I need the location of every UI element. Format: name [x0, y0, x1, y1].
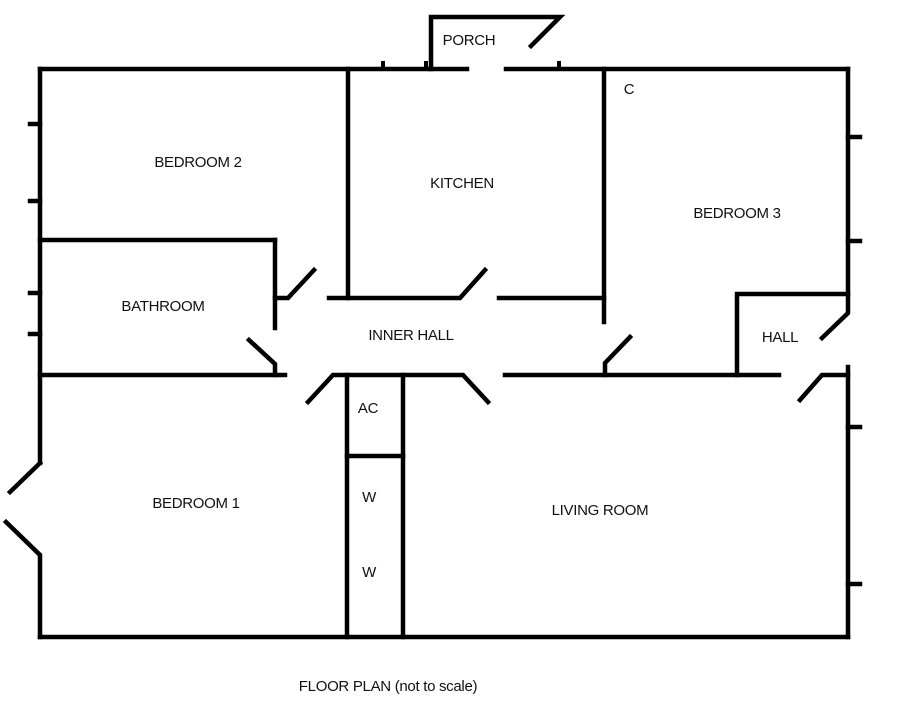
label-bathroom: BATHROOM: [121, 298, 204, 315]
kitchen-bottom-wall-door: [326, 266, 489, 301]
bedroom1-window-lower: [2, 518, 43, 640]
label-wardrobe: W: [362, 489, 377, 506]
label-airing-cupboard: AC: [358, 400, 379, 417]
label-porch: PORCH: [443, 32, 496, 49]
hall-door: [796, 372, 851, 404]
room-labels: PORCH KITCHEN C BEDROOM 2 BEDROOM 3 BATH…: [121, 32, 798, 581]
outer-wall-right-upper: [818, 66, 851, 342]
label-cupboard: C: [624, 81, 635, 98]
bedroom1-window-upper: [6, 459, 44, 496]
label-living-room: LIVING ROOM: [552, 502, 649, 519]
bedroom3-door: [602, 333, 634, 378]
hall-walls: [734, 291, 851, 378]
label-kitchen: KITCHEN: [430, 175, 494, 192]
bedroom2-door: [272, 266, 318, 301]
label-hall: HALL: [762, 329, 798, 346]
plan-caption: FLOOR PLAN (not to scale): [299, 678, 478, 695]
bathroom-door: [245, 336, 278, 378]
label-bedroom-3: BEDROOM 3: [693, 205, 780, 222]
label-bedroom-1: BEDROOM 1: [152, 495, 239, 512]
label-wardrobe: W: [362, 564, 377, 581]
walls: [2, 14, 863, 640]
label-bedroom-2: BEDROOM 2: [154, 154, 241, 171]
porch-walls: [428, 14, 566, 72]
bedroom1-door: [304, 372, 492, 406]
label-inner-hall: INNER HALL: [368, 327, 453, 344]
